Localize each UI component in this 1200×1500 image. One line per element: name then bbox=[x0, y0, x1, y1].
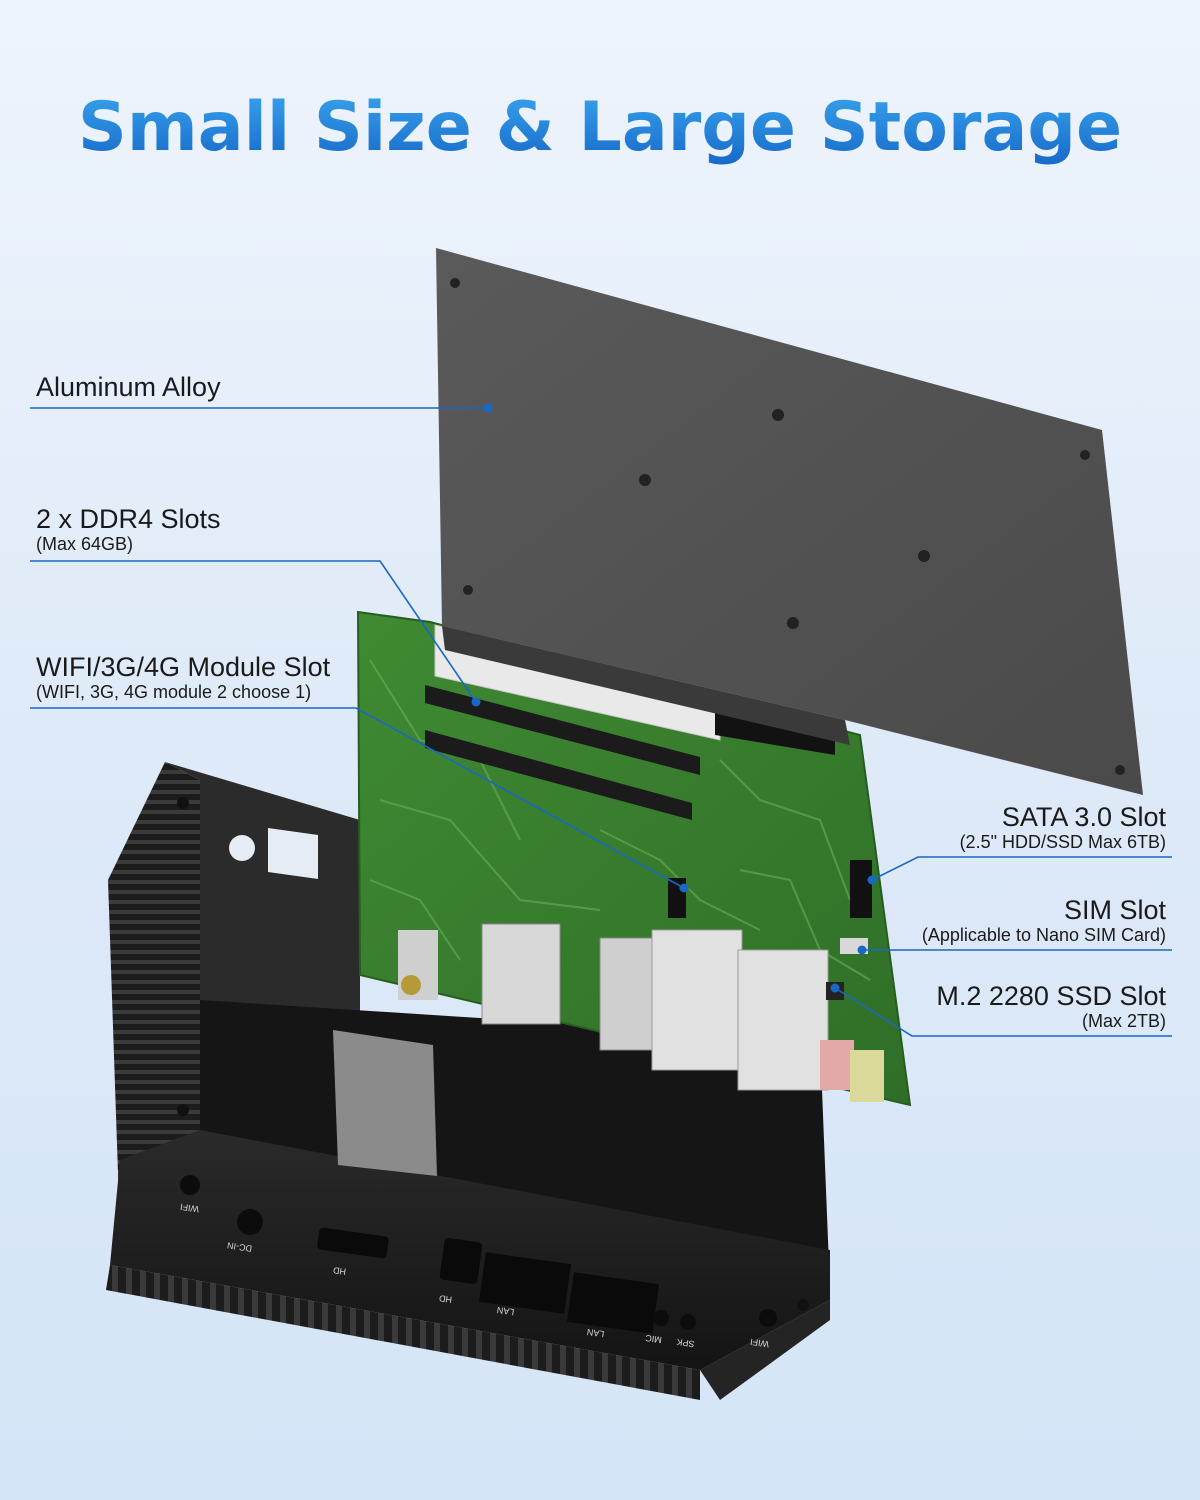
port-label-hd-1: HD bbox=[332, 1265, 347, 1277]
callout-sim-subtitle: (Applicable to Nano SIM Card) bbox=[921, 925, 1166, 945]
callout-sata-slot: SATA 3.0 Slot (2.5" HDD/SSD Max 6TB) bbox=[960, 802, 1166, 852]
spk-port bbox=[680, 1314, 696, 1330]
callout-m2-ssd-slot: M.2 2280 SSD Slot (Max 2TB) bbox=[936, 981, 1166, 1031]
callout-m2-subtitle: (Max 2TB) bbox=[1081, 1011, 1166, 1031]
port-label-dc-in: DC-IN bbox=[227, 1240, 253, 1253]
callout-ddr4-slots: 2 x DDR4 Slots (Max 64GB) bbox=[36, 504, 221, 554]
port-label-lan-1: LAN bbox=[496, 1305, 515, 1317]
lan-connector-2 bbox=[737, 949, 829, 1091]
lan-port-1 bbox=[478, 1252, 572, 1314]
wifi-antenna-port-right bbox=[759, 1309, 777, 1327]
callout-sata-title: SATA 3.0 Slot bbox=[1001, 802, 1166, 832]
sata-connector bbox=[850, 860, 872, 918]
port-label-wifi-left: WIFI bbox=[179, 1202, 199, 1215]
lan-port-2 bbox=[566, 1272, 660, 1334]
port-label-spk: SPK bbox=[676, 1337, 695, 1349]
hdmi-connector-2 bbox=[599, 937, 657, 1051]
port-label-wifi-right: WIFI bbox=[749, 1337, 769, 1350]
port-label-lan-2: LAN bbox=[586, 1327, 605, 1339]
mic-port bbox=[653, 1310, 669, 1326]
page-title: Small Size & Large Storage bbox=[0, 88, 1200, 167]
callout-aluminum-alloy: Aluminum Alloy bbox=[36, 372, 221, 402]
callout-sim-slot: SIM Slot (Applicable to Nano SIM Card) bbox=[922, 895, 1166, 945]
callout-sata-subtitle: (2.5" HDD/SSD Max 6TB) bbox=[959, 832, 1166, 852]
callout-ddr4-title: 2 x DDR4 Slots bbox=[36, 504, 221, 534]
spk-jack bbox=[850, 1050, 884, 1102]
port-label-mic: MIC bbox=[644, 1333, 662, 1345]
callout-m2-title: M.2 2280 SSD Slot bbox=[936, 981, 1166, 1011]
case-enclosure bbox=[106, 762, 830, 1400]
callout-wifi-subtitle: (WIFI, 3G, 4G module 2 choose 1) bbox=[36, 682, 312, 702]
callout-wifi-module-slot: WIFI/3G/4G Module Slot (WIFI, 3G, 4G mod… bbox=[36, 652, 330, 702]
callout-sim-title: SIM Slot bbox=[1063, 895, 1166, 925]
hdmi-connector-1 bbox=[481, 923, 561, 1025]
callout-leader-lines bbox=[30, 407, 1172, 1037]
aluminum-lid bbox=[436, 248, 1143, 795]
port-label-hd-2: HD bbox=[438, 1293, 453, 1305]
ddr4-slot-2 bbox=[425, 730, 692, 820]
callout-wifi-title: WIFI/3G/4G Module Slot bbox=[36, 652, 331, 682]
ddr4-slot-1 bbox=[425, 685, 700, 775]
lan-connector-1 bbox=[651, 929, 743, 1071]
hdmi-port-2 bbox=[439, 1238, 483, 1284]
mic-jack bbox=[820, 1040, 854, 1090]
motherboard bbox=[356, 610, 912, 1107]
callout-ddr4-subtitle: (Max 64GB) bbox=[36, 534, 134, 554]
callout-aluminum-title: Aluminum Alloy bbox=[36, 372, 221, 402]
callout-dots bbox=[471, 403, 877, 993]
hdmi-port-1 bbox=[317, 1227, 389, 1259]
wifi-antenna-port-left bbox=[180, 1175, 200, 1195]
port-silk-labels: WIFI DC-IN HD HD LAN LAN MIC SPK WIFI bbox=[179, 1202, 769, 1350]
dc-in-port bbox=[237, 1209, 263, 1235]
